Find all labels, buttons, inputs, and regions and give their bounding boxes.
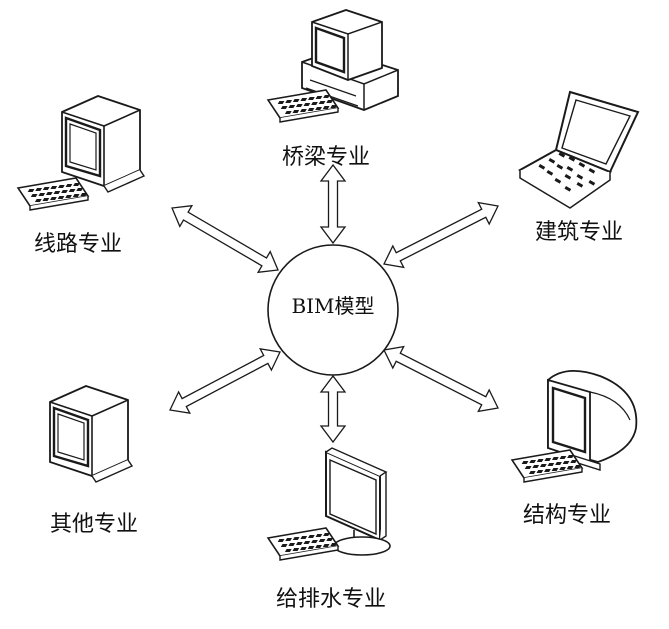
node-label-plumbing: 给排水专业 — [276, 587, 387, 612]
arrow-structure — [383, 345, 499, 413]
flat-monitor-icon — [267, 447, 391, 561]
arrow-architecture — [383, 201, 499, 269]
crt-monitor-icon — [17, 94, 146, 211]
node-label-structure: 结构专业 — [523, 503, 612, 528]
bim-model-label: BIM模型 — [291, 294, 375, 318]
arrow-route — [171, 204, 279, 274]
bim-model-node — [267, 244, 399, 376]
connector-arrows — [169, 163, 499, 444]
round-monitor-icon — [511, 370, 638, 483]
laptop-icon — [518, 90, 640, 209]
arrow-plumbing — [319, 374, 347, 444]
crt-monitor-icon — [48, 384, 134, 484]
node-label-route: 线路专业 — [34, 232, 123, 257]
node-label-bridge: 桥梁专业 — [282, 145, 371, 170]
node-label-architecture: 建筑专业 — [535, 220, 624, 245]
arrow-bridge — [319, 163, 347, 245]
node-label-other: 其他专业 — [50, 512, 139, 537]
desktop-tower-icon — [267, 9, 399, 123]
arrow-other — [169, 347, 281, 415]
